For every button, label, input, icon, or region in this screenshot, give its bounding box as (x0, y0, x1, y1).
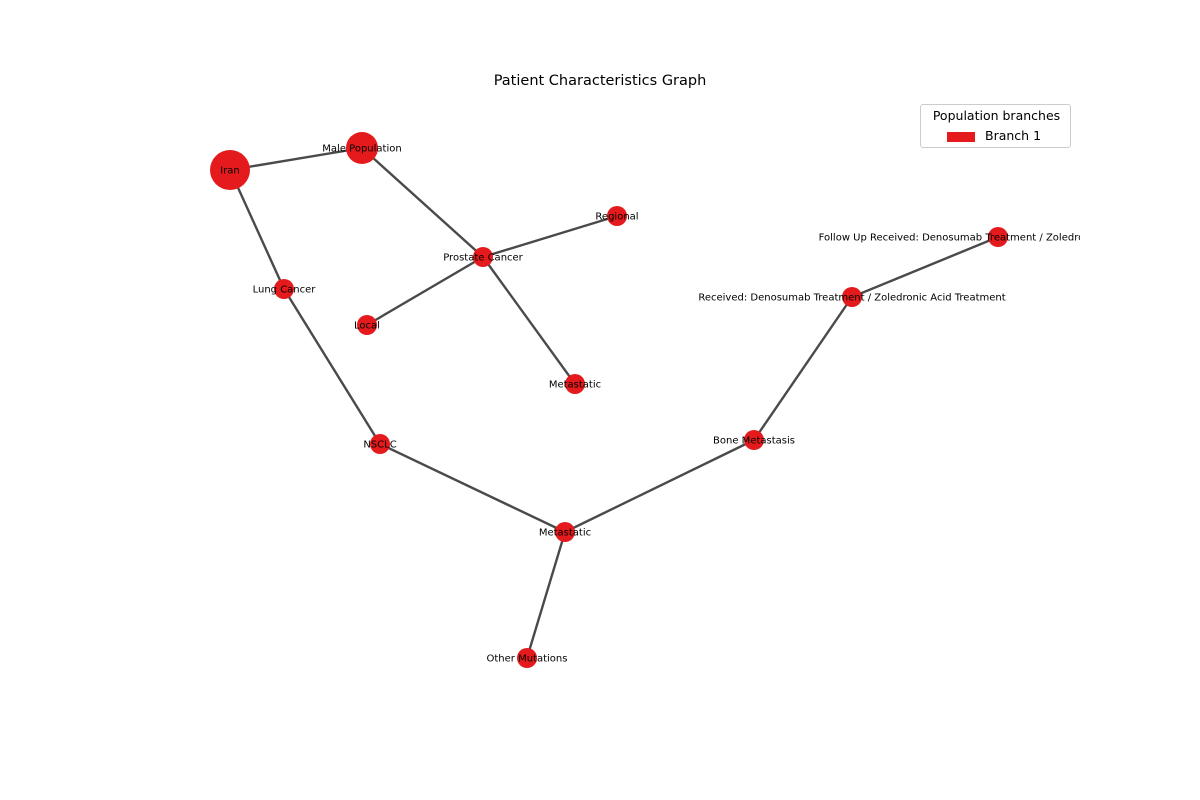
legend-swatch-branch-1 (947, 132, 975, 142)
edge-male-prostate (361, 147, 484, 258)
edge-prostate-metastatic_prostate (482, 256, 576, 385)
edge-metastatic_lung-other (525, 531, 567, 659)
node-received (842, 287, 862, 307)
node-label-metastatic_lung: Metastatic (539, 528, 591, 539)
edge-lung-nsclc (282, 288, 382, 445)
node-label-other: Other Mutations (487, 654, 568, 665)
edge-iran-male (229, 146, 363, 172)
node-label-nsclc: NSCLC (363, 440, 396, 451)
node-lung (274, 279, 294, 299)
node-label-bone: Bone Metastasis (713, 436, 795, 447)
node-label-regional: Regional (595, 212, 638, 223)
node-metastatic_lung (555, 522, 575, 542)
node-bone (744, 430, 764, 450)
edge-received-followup (851, 235, 999, 299)
legend: Population branches Branch 1 (920, 104, 1071, 148)
edge-prostate-local (366, 255, 484, 327)
edge-nsclc-metastatic_lung (379, 442, 566, 534)
node-label-lung: Lung Cancer (253, 285, 317, 296)
node-local (357, 315, 377, 335)
node-regional (607, 206, 627, 226)
node-label-local: Local (354, 321, 380, 332)
node-prostate (473, 247, 493, 267)
legend-title: Population branches (932, 108, 1061, 123)
node-other (517, 648, 537, 668)
graph-edges (228, 146, 999, 659)
node-label-received: Received: Denosumab Treatment / Zoledron… (698, 293, 1005, 304)
legend-label-branch-1: Branch 1 (985, 128, 1042, 143)
node-label-iran: Iran (220, 166, 240, 177)
node-followup (988, 227, 1008, 247)
node-label-metastatic_prostate: Metastatic (549, 380, 601, 391)
graph-nodes (210, 132, 1008, 668)
node-iran (210, 150, 250, 190)
graph-title: Patient Characteristics Graph (493, 73, 707, 89)
edge-prostate-regional (482, 214, 618, 259)
node-male (346, 132, 378, 164)
edge-bone-received (753, 296, 853, 441)
node-nsclc (370, 434, 390, 454)
edge-iran-lung (228, 169, 286, 290)
node-label-prostate: Prostate Cancer (443, 253, 523, 264)
node-label-followup: Follow Up Received: Denosumab Treatment … (819, 233, 1178, 244)
edge-metastatic_lung-bone (564, 438, 755, 534)
node-metastatic_prostate (565, 374, 585, 394)
node-label-male: Male Population (322, 144, 401, 155)
